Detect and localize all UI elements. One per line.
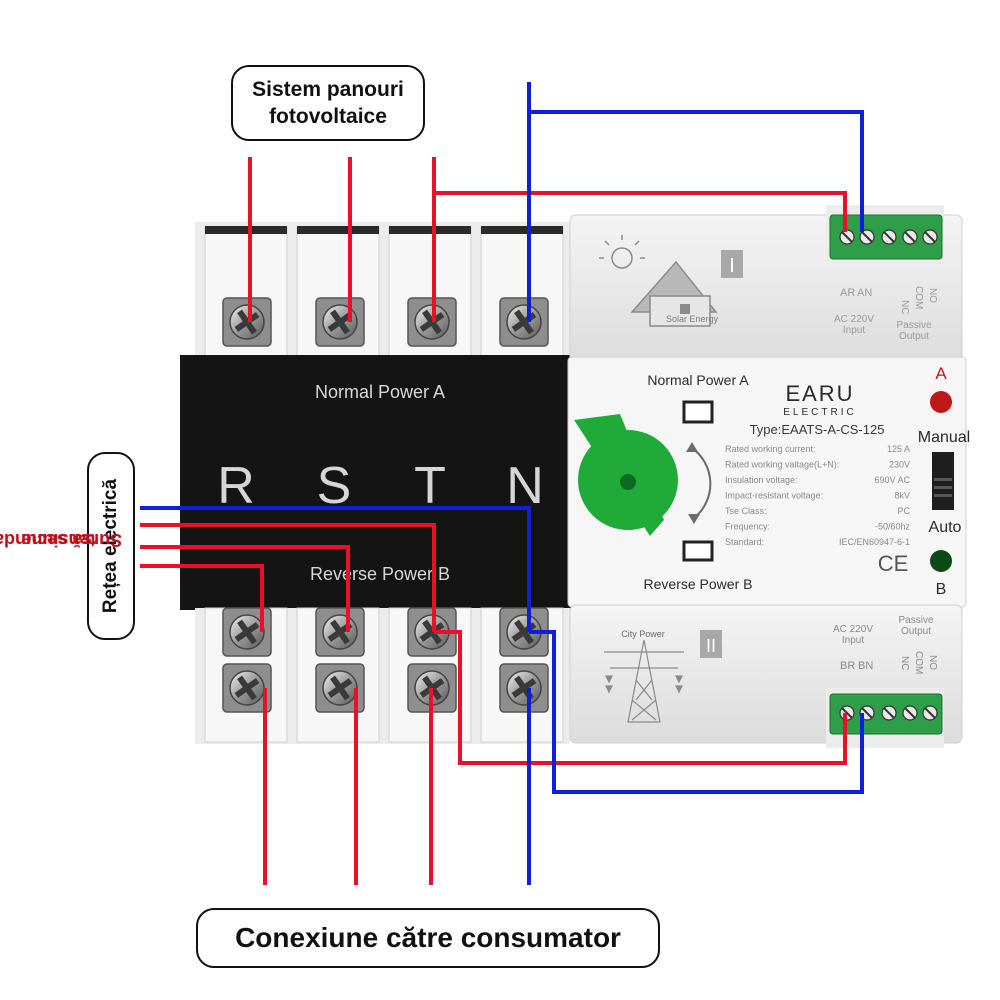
spec-name: Rated working vaitage(L+N):: [725, 460, 839, 470]
manual-label: Manual: [918, 429, 970, 446]
pv-system-line1: Sistem panouri: [252, 78, 404, 101]
spec-table: Rated working current: 125 A Rated working…: [725, 444, 910, 547]
wiring: [140, 82, 864, 885]
terminal-com-label-b: COM: [913, 651, 924, 674]
phase-label-t: T: [414, 457, 446, 515]
terminal-com-label: COM: [913, 286, 924, 309]
grid-network-label: Rețea electrică: [87, 452, 135, 640]
grid-wire-r: [140, 564, 264, 632]
indicator-a-label: A: [935, 364, 947, 383]
spec-value: 230V: [889, 460, 910, 470]
normal-power-a-title: Normal Power A: [315, 382, 445, 402]
spec-name: Tse Class:: [725, 506, 767, 516]
solar-house-icon: [599, 235, 718, 327]
phase-label-s: S: [317, 457, 352, 515]
input-label-b: Input: [842, 635, 864, 646]
pv-control-neutral: [529, 110, 864, 232]
spec-value: PC: [897, 506, 910, 516]
phase-label-r: R: [217, 457, 255, 515]
spec-name: Impact-resistant voltage:: [725, 491, 823, 501]
power-tower-icon: [604, 639, 684, 723]
spec-value: IEC/EN60947-6-1: [839, 537, 910, 547]
screw-terminal-icon[interactable]: [499, 297, 549, 347]
terminal-an-label: AN: [857, 287, 872, 299]
phase-module: Normal Power A Reverse Power B R S T N: [180, 355, 572, 610]
consumer-connection-label: Conexiune către consumator: [196, 908, 660, 968]
terminal-bn-label: BN: [858, 660, 873, 672]
spec-name: Frequency:: [725, 522, 770, 532]
spec-name: Standard:: [725, 537, 764, 547]
terminal-nc-label-b: NC: [899, 656, 910, 670]
spec-name: Insulation voltage:: [725, 475, 798, 485]
front-normal-power-label: Normal Power A: [647, 372, 749, 388]
brand-logo: EARU: [785, 381, 854, 406]
grid-control-neutral: [529, 630, 864, 794]
city-power-caption: City Power: [621, 629, 665, 639]
terminal-br-label: BR: [840, 660, 855, 672]
controller-bottom-cover: AC 220V Input BR BN Passive Output NC CO…: [569, 604, 963, 748]
output-label: Output: [899, 331, 929, 342]
spec-name: Rated working current:: [725, 444, 816, 454]
grid-wire-s: [140, 545, 350, 632]
grid-wire-n: [140, 506, 531, 632]
grid-control-wire: [434, 630, 847, 765]
screw-terminal-icon[interactable]: [499, 663, 549, 713]
transfer-handle[interactable]: [574, 414, 678, 536]
rotation-arrows-icon: [691, 447, 712, 519]
window-a-indicator: [682, 400, 714, 424]
spec-value: 8kV: [894, 491, 910, 501]
screw-terminal-icon[interactable]: [315, 297, 365, 347]
reverse-power-b-title: Reverse Power B: [310, 564, 450, 584]
roman-one-label: I: [729, 255, 735, 277]
terminal-nc-label: NC: [899, 300, 910, 314]
terminal-ar-label: AR: [840, 287, 855, 299]
passive-label: Passive: [896, 320, 931, 331]
pv-system-label: Sistem panouri fotovoltaice: [231, 65, 425, 141]
spec-value: -50/60hz: [875, 522, 911, 532]
consumer-connection-text: Conexiune către consumator: [235, 922, 621, 953]
roman-two-label: II: [706, 636, 716, 656]
input-voltage-label-b: AC 220V: [833, 624, 873, 635]
device-type-label: Type:EAATS-A-CS-125: [750, 422, 885, 437]
input-voltage-label: AC 220V: [834, 314, 874, 325]
window-b-indicator: [682, 540, 714, 562]
indicator-b-label: B: [936, 581, 947, 598]
led-b-indicator: [930, 550, 952, 572]
screw-terminal-icon[interactable]: [315, 607, 365, 657]
spec-value: 125 A: [887, 444, 910, 454]
terminal-no-label: NO: [927, 288, 938, 303]
screw-terminal-icon[interactable]: [222, 297, 272, 347]
passive-label-b: Passive: [898, 615, 933, 626]
pv-control-wire: [434, 191, 847, 232]
controller-top-cover: AR AN AC 220V Input NC COM NO Passive Ou…: [569, 205, 963, 366]
led-a-indicator: [930, 391, 952, 413]
auto-label: Auto: [929, 519, 962, 536]
input-label: Input: [843, 325, 865, 336]
controller-front-panel: Normal Power A Reverse Power B EARU ELEC…: [567, 356, 970, 608]
ce-mark-icon: CE: [878, 551, 909, 576]
secondary-source-label: Sursă secundară de tensiune: [0, 410, 123, 670]
pv-system-line2: fotovoltaice: [269, 105, 387, 128]
front-reverse-power-label: Reverse Power B: [644, 576, 753, 592]
secondary-source-line2: tensiune: [22, 530, 97, 550]
output-label-b: Output: [901, 626, 931, 637]
spec-value: 690V AC: [874, 475, 910, 485]
phase-label-n: N: [506, 457, 544, 515]
terminal-no-label-b: NO: [927, 655, 938, 670]
grid-wire-t: [140, 523, 436, 632]
brand-subtitle: ELECTRIC: [783, 407, 856, 418]
solar-energy-caption: Solar Energy: [666, 314, 719, 324]
